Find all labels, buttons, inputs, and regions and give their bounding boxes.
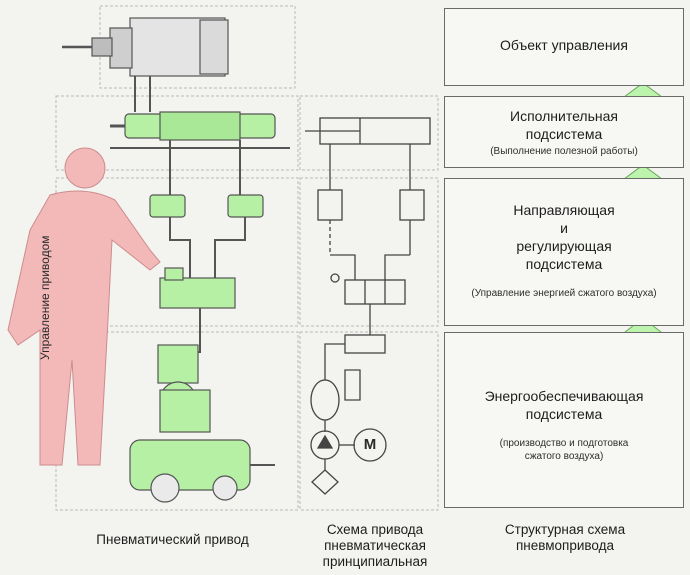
- compressor-unit: [129, 340, 275, 503]
- throttle-valves: [149, 194, 264, 285]
- structural-caption-1: Структурная схема: [504, 522, 626, 537]
- executive-note: (Выполнение полезной работы): [490, 146, 638, 157]
- directing-note: (Управление энергией сжатого воздуха): [471, 288, 657, 299]
- directing-box: Направляющая и регулирующая подсистема (…: [444, 178, 684, 326]
- energy-line-1: Энергообеспечивающая: [484, 388, 644, 404]
- executive-box: Исполнительная подсистема (Выполнение по…: [444, 96, 684, 168]
- distributor-valve: [159, 267, 236, 340]
- drive-caption: Пневматический привод: [96, 532, 249, 547]
- directing-line-1: Направляющая: [513, 202, 615, 218]
- pneumatic-cylinder: [110, 111, 290, 195]
- directing-line-4: подсистема: [525, 256, 603, 272]
- structural-caption: Структурная схема пневмопривода: [470, 522, 660, 554]
- object-title: Объект управления: [500, 37, 628, 53]
- scheme-caption: Схема привода пневматическая принципиаль…: [300, 522, 450, 570]
- scheme-caption-3: принципиальная: [322, 554, 428, 569]
- schematic: [305, 117, 431, 495]
- machine-tool: [62, 17, 229, 112]
- energy-box: Энергообеспечивающая подсистема (произво…: [444, 332, 684, 508]
- directing-line-2: и: [560, 220, 568, 236]
- scheme-caption-2: пневматическая: [324, 538, 426, 553]
- structural-caption-2: пневмопривода: [515, 538, 615, 553]
- operator-person: [7, 147, 161, 466]
- drive-control-label: Управление приводом: [38, 235, 52, 361]
- object-box: Объект управления: [444, 8, 684, 86]
- energy-line-2: подсистема: [525, 406, 603, 422]
- executive-title-1: Исполнительная: [510, 108, 618, 124]
- scheme-caption-1: Схема привода: [326, 522, 424, 537]
- energy-note-2: сжатого воздуха): [524, 451, 604, 462]
- zone-grid: [55, 5, 439, 511]
- motor-label: M: [363, 436, 377, 453]
- executive-title-2: подсистема: [525, 126, 603, 142]
- energy-note-1: (производство и подготовка: [499, 438, 629, 449]
- zone-executive: [55, 95, 299, 171]
- directing-line-3: регулирующая: [516, 238, 612, 254]
